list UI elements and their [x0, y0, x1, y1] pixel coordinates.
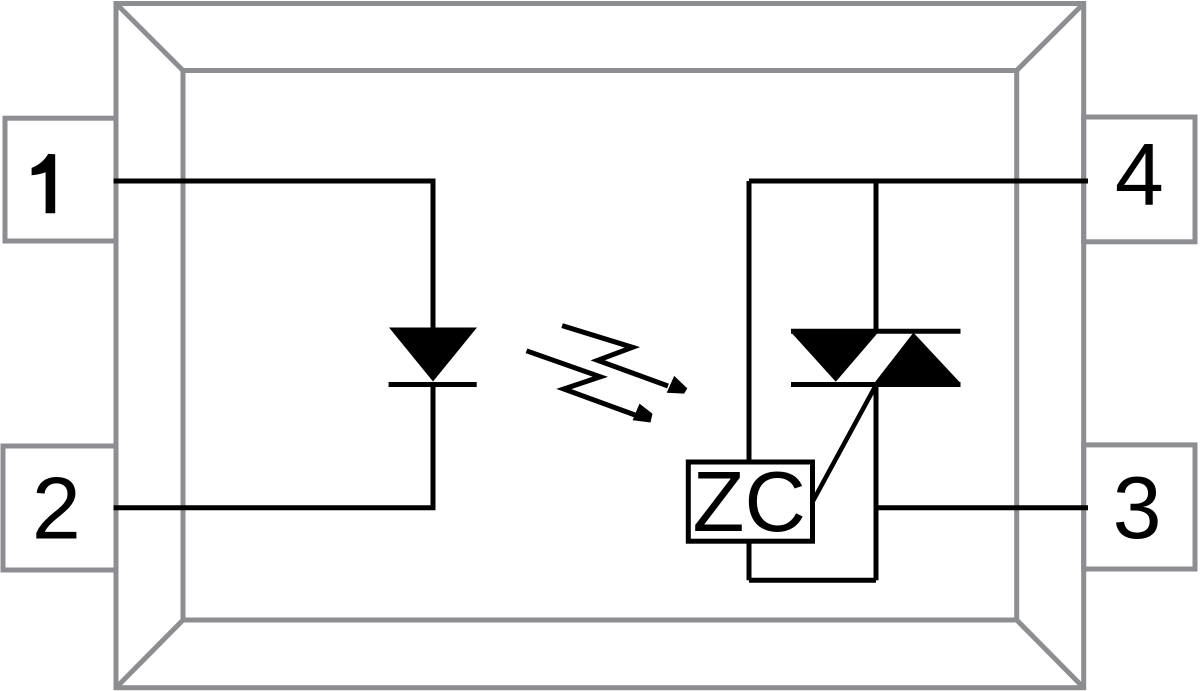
- svg-text:2: 2: [32, 459, 81, 558]
- svg-text:4: 4: [1115, 125, 1164, 224]
- svg-text:ZC: ZC: [693, 455, 806, 550]
- svg-text:3: 3: [1113, 458, 1162, 557]
